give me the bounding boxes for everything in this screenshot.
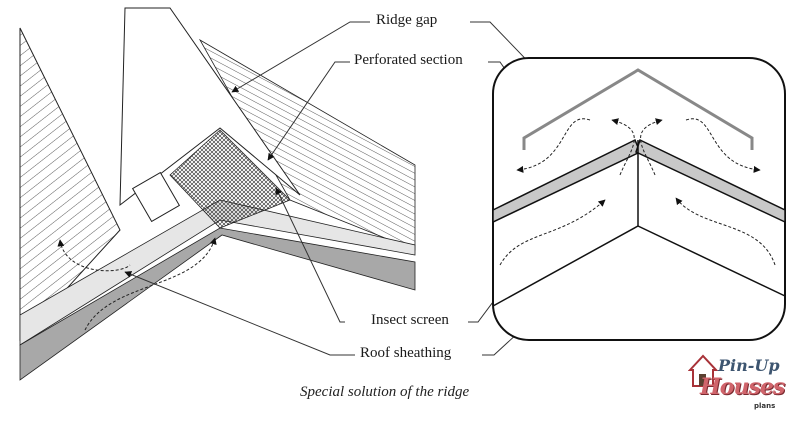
label-perforated-section: Perforated section (352, 52, 465, 69)
airflow-top-left (611, 118, 635, 176)
ridge-gap-leader (231, 21, 370, 93)
pin-up-houses-logo: Pin-Up Houses plans (680, 352, 790, 418)
figure-caption: Special solution of the ridge (300, 384, 470, 400)
vent-block (131, 171, 181, 223)
airflow-exit-left (516, 118, 591, 173)
rafter-right (637, 225, 786, 297)
logo-line1: Pin-Up (718, 356, 780, 375)
left-roof-slope (19, 27, 121, 342)
airflow-arrow (57, 239, 131, 272)
roof-sheathing-leader (124, 271, 355, 356)
airflow-right (675, 197, 776, 266)
insect-screen-leader (275, 187, 345, 323)
ridge-section-detail (492, 57, 786, 341)
perforated-leader (267, 61, 350, 161)
label-roof-sheathing: Roof sheathing (358, 345, 454, 362)
airflow-arrow (84, 237, 217, 331)
ridge-cap (119, 7, 301, 207)
logo-line2: Houses (700, 374, 785, 400)
label-ridge-gap: Ridge gap (374, 12, 440, 29)
airflow-left (499, 199, 606, 266)
airflow-exit-right (685, 118, 761, 173)
airflow-top-right (640, 118, 663, 176)
isometric-roof-view (19, 7, 416, 381)
label-insect-screen: Insect screen (369, 312, 451, 329)
rafter-left (492, 225, 639, 307)
house-icon (688, 354, 718, 387)
ridge-cap-profile (522, 68, 754, 150)
insect-screen-mesh (169, 129, 291, 229)
detail-frame (492, 57, 786, 341)
logo-line3: plans (754, 402, 776, 410)
